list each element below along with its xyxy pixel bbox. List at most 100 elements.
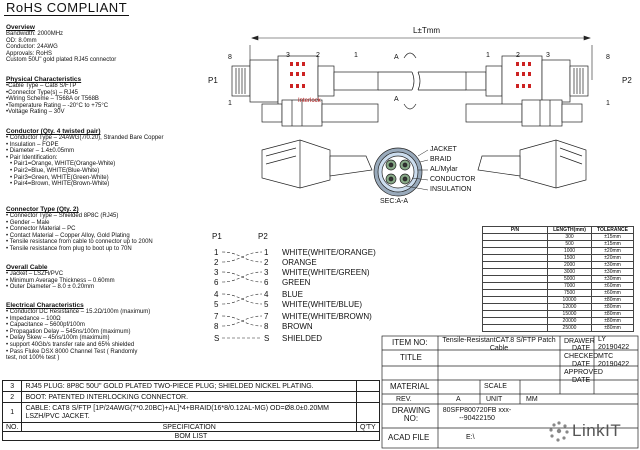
tolerance-row: 1000±20mm: [482, 247, 634, 255]
tolerance-cell: ±80mm: [591, 317, 634, 325]
overview-heading: Overview: [6, 24, 35, 31]
checked-label: CHECKED: [564, 353, 599, 360]
p2-label: P2: [622, 76, 632, 85]
length-cell: 1000: [546, 247, 593, 255]
physical-line: •Temperature Rating – -20°C to +75°C: [6, 102, 109, 109]
callout-1: 1: [486, 52, 490, 59]
wiring-left-pin: 6: [214, 278, 219, 287]
length-cell: 1500: [546, 254, 593, 262]
conductor-line: • Pair3=Green, WHITE(Green-White): [10, 174, 109, 181]
rev-label: REV.: [396, 396, 412, 403]
cross-section-braid: BRAID: [430, 156, 452, 163]
tolerance-cell: ±30mm: [591, 275, 634, 283]
wiring-left-pin: 5: [214, 300, 219, 309]
tolerance-cell: ±20mm: [591, 254, 634, 262]
pn-cell: [482, 317, 548, 325]
overview-line: Bandwidth: 2000MHz: [6, 31, 64, 37]
bom-title-row: BOM LIST: [2, 431, 380, 441]
tolerance-row: 7500±60mm: [482, 289, 634, 297]
tolerance-row: 20000±80mm: [482, 317, 634, 325]
wiring-color: WHITE(WHITE/BROWN): [282, 312, 372, 321]
cable-body: [378, 52, 466, 110]
tolerance-cell: ±15mm: [591, 240, 634, 248]
length-label: L±Tmm: [413, 26, 441, 35]
tolerance-cell: ±20mm: [591, 247, 634, 255]
wiring-left-pin: 4: [214, 290, 219, 299]
overall-line: • Outer Diameter – 8.0 ± 0.20mm: [6, 284, 95, 291]
approved-label: APPROVED: [564, 369, 603, 376]
bom-no-header: NO.: [1, 422, 23, 432]
electrical-line: • Conductor DC Resistance – 15.2Ω/100m (…: [6, 309, 151, 315]
wiring-right-pin: 4: [264, 290, 269, 299]
pn-cell: [482, 240, 548, 248]
bom-table: 3 RJ45 PLUG: 8P8C 50U" GOLD PLATED TWO-P…: [1, 380, 380, 441]
logo-mark-icon: [549, 421, 569, 442]
tolerance-cell: ±15mm: [591, 233, 634, 241]
acad-file-label: ACAD FILE: [388, 433, 430, 442]
electrical-line: • Pass Fluke DSX 8000 Channel Test ( Ran…: [6, 348, 138, 355]
electrical-line: • Delay Skew – 45ns/100m (maximum): [6, 335, 110, 342]
wiring-color: WHITE(WHITE/BLUE): [282, 300, 362, 309]
wiring-left-pin: 1: [214, 248, 219, 257]
length-cell: 300: [546, 233, 593, 241]
pn-cell: [482, 310, 548, 318]
drawer-value: LY: [598, 336, 607, 343]
wiring-left-pin: 2: [214, 258, 219, 267]
tolerance-row: 12000±80mm: [482, 303, 634, 311]
electrical-line: • support 40Gb/s transfer rate and 65% s…: [6, 341, 135, 348]
title-label: TITLE: [400, 353, 422, 362]
length-cell: 5000: [546, 275, 593, 283]
cross-section-leaders: [405, 149, 429, 191]
bom-qty: [356, 391, 380, 403]
pn-cell: [482, 254, 548, 262]
conductor-line: • Pair2=Blue, WHITE(Blue-White): [10, 167, 100, 174]
tolerance-row: 500±15mm: [482, 240, 634, 248]
cross-section-circle: [373, 147, 423, 197]
bom-spec: RJ45 PLUG: 8P8C 50U" GOLD PLATED TWO-PIE…: [21, 380, 357, 392]
bom-qty-header: Q'TY: [356, 422, 380, 432]
callout-3: 3: [546, 52, 550, 59]
unit-label: UNIT: [486, 396, 503, 403]
physical-section: Physical Characteristics •Cable Type – C…: [6, 76, 108, 116]
page-title: RoHS COMPLIANT: [4, 0, 130, 16]
wiring-right-pin: S: [264, 334, 270, 343]
wiring-right-pin: 8: [264, 322, 269, 331]
tolerance-row: 25000±80mm: [482, 324, 634, 332]
date-value: 20190422: [598, 344, 630, 351]
tolerance-header: P/N: [482, 226, 548, 234]
wiring-left-pin: 8: [214, 322, 219, 331]
tolerance-cell: ±80mm: [591, 310, 634, 318]
connector-line: • Tensile resistance from cable to conne…: [6, 239, 153, 246]
overview-line: Custom 50U" gold plated RJ45 connector: [6, 57, 117, 64]
electrical-line: • Impedance – 100Ω: [6, 315, 61, 322]
conductor-line: • Diameter – 1.4±0.05mm: [6, 148, 75, 155]
conductor-line: • Conductor Type – 24AWG(7/0.20), Strand…: [6, 135, 164, 141]
wiring-p1-label: P1: [212, 232, 222, 241]
length-cell: 3000: [546, 268, 593, 276]
unit-value: MM: [526, 396, 538, 403]
date-label: DATE: [572, 361, 591, 368]
checked-value: MTC: [598, 353, 614, 360]
wiring-right-pin: 3: [264, 268, 269, 277]
pn-cell: [482, 303, 548, 311]
wiring-right-pin: 5: [264, 300, 269, 309]
pn-cell: [482, 261, 548, 269]
pin-1-label: 1: [228, 100, 232, 107]
tolerance-cell: ±60mm: [591, 289, 634, 297]
tolerance-cell: ±80mm: [591, 303, 634, 311]
electrical-line: test, not 100% test ): [6, 355, 60, 362]
pn-cell: [482, 233, 548, 241]
wiring-left-pin: S: [214, 334, 220, 343]
connector-line: • Contact Material – Copper Alloy, Gold …: [6, 232, 130, 239]
callout-2: 2: [316, 52, 320, 59]
overall-heading: Overall Cable: [6, 264, 48, 271]
overall-line: • Minimum Average Thickness – 0.60mm: [6, 277, 115, 284]
p1-connector: [231, 55, 379, 107]
pin-8-label: 8: [228, 54, 232, 61]
wiring-p2-label: P2: [258, 232, 268, 241]
bom-spec: CABLE: CAT8 S/FTP [1P/24AWG(7*0.20BC)+AL…: [21, 402, 357, 423]
bom-row: 2 BOOT: PATENTED INTERLOCKING CONNECTOR.: [1, 391, 380, 403]
tolerance-cell: ±80mm: [591, 324, 634, 332]
wiring-left-pin: 7: [214, 312, 219, 321]
